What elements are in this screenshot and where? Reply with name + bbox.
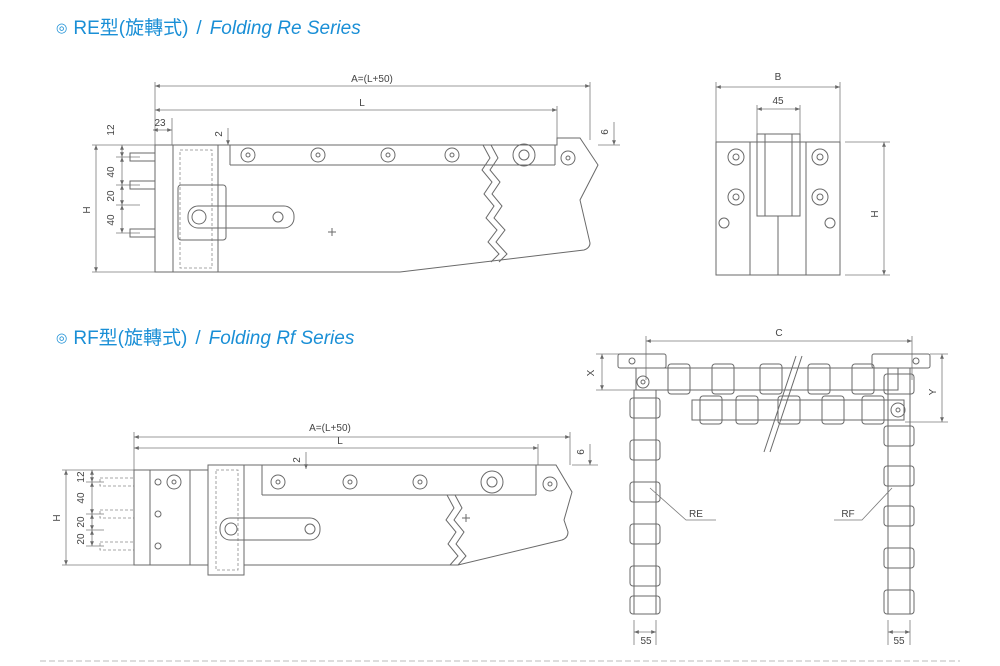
re-dim-20: 20: [106, 190, 117, 202]
rf-dim-2: 2: [292, 457, 303, 463]
rf-top-label-re: RE: [689, 509, 703, 520]
rf-top-dim-y: Y: [928, 388, 939, 395]
re-dim-6: 6: [600, 129, 611, 135]
re-dim-l: L: [359, 98, 365, 109]
re-series-heading: ◎ RE型(旋轉式) / Folding Re Series: [56, 13, 361, 40]
rf-dim-40: 40: [76, 492, 87, 504]
rf-top-label-rf: RF: [841, 509, 854, 520]
re-dim-a: A=(L+50): [351, 74, 393, 85]
re-dim-40a: 40: [106, 166, 117, 178]
rf-top-dim-c: C: [775, 328, 782, 339]
rf-series-heading: ◎ RF型(旋轉式) / Folding Rf Series: [56, 323, 354, 350]
re-end-dim-45: 45: [772, 96, 784, 107]
rf-heading-separator: /: [195, 328, 201, 349]
rf-dim-20b: 20: [76, 533, 87, 545]
re-side-view: A=(L+50) L 23 2 6 H 12 40 20 40: [82, 74, 620, 273]
re-end-dim-h: H: [870, 210, 881, 217]
circle-bullet-icon: ◎: [56, 330, 68, 345]
rf-heading-cn: RF型(旋轉式): [73, 328, 188, 349]
rf-heading-en: Folding Rf Series: [208, 328, 355, 349]
re-dim-2: 2: [214, 131, 225, 137]
rf-top-dim-55a: 55: [640, 636, 652, 647]
rf-side-view: A=(L+50) L 2 6 H 12 40 20 20: [52, 423, 598, 576]
re-dim-23: 23: [154, 118, 166, 129]
re-dim-12: 12: [106, 124, 117, 136]
rf-dim-a: A=(L+50): [309, 423, 351, 434]
rf-top-dim-x: X: [586, 369, 597, 376]
re-end-dim-b: B: [775, 72, 782, 83]
rf-dim-20a: 20: [76, 516, 87, 528]
rf-dim-12: 12: [76, 471, 87, 483]
rf-dim-6: 6: [576, 449, 587, 455]
rf-dim-h: H: [52, 514, 63, 521]
rf-dim-l: L: [337, 436, 343, 447]
re-dim-40b: 40: [106, 214, 117, 226]
re-heading-en: Folding Re Series: [209, 18, 361, 39]
re-dim-h: H: [82, 206, 93, 213]
re-heading-separator: /: [196, 18, 202, 39]
re-heading-cn: RE型(旋轉式): [73, 18, 189, 39]
re-end-view: B 45 H: [715, 72, 890, 276]
rf-top-dim-55b: 55: [893, 636, 905, 647]
rf-top-view: C X Y: [586, 328, 948, 647]
circle-bullet-icon: ◎: [56, 20, 68, 35]
